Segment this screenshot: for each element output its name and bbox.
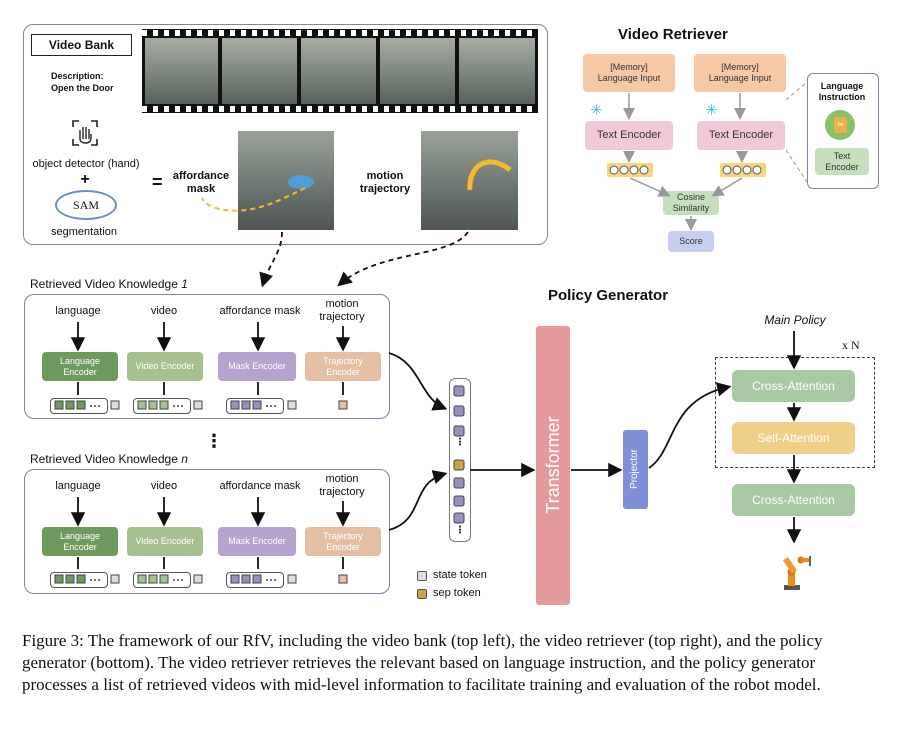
- film-holes-top: [142, 30, 538, 36]
- kn-input-video: video: [150, 480, 178, 492]
- video-frame-2: [222, 38, 297, 104]
- score-box: Score: [668, 231, 714, 252]
- film-holes-bottom: [142, 106, 538, 112]
- emb2-to-cos: [711, 177, 743, 197]
- instruction-text-encoder: Text Encoder: [815, 148, 869, 175]
- txt-file-label: txt: [834, 117, 847, 133]
- state-token-legend-label: state token: [433, 569, 487, 581]
- text-encoder-1: Text Encoder: [585, 121, 673, 150]
- knowledge-1-title-text: Retrieved Video Knowledge: [30, 277, 182, 291]
- video-frame-4: [380, 38, 455, 104]
- embedding-circles-2: [722, 165, 762, 175]
- kn-input-language: language: [55, 480, 101, 492]
- snowflake-icon-1: ✳: [590, 102, 603, 119]
- vertical-dots-1: ⋮: [205, 431, 223, 451]
- video-frame-3: [301, 38, 376, 104]
- k1-token-squares: [54, 400, 348, 410]
- language-instruction-title: Language Instruction: [818, 81, 866, 102]
- affordance-mask-image: [238, 131, 334, 230]
- hand-detector-icon: [71, 119, 99, 147]
- dashed-link-trajectory: [337, 231, 469, 287]
- k1-language-encoder: Language Encoder: [42, 352, 118, 381]
- vertical-dots-2: ⋮: [455, 437, 465, 448]
- k1-to-sequence: [388, 352, 448, 411]
- language-instruction-panel: [807, 73, 879, 189]
- trajectory-curve: [467, 159, 512, 191]
- xn-label: x N: [842, 338, 860, 352]
- token-row-dots: [90, 405, 276, 581]
- knowledge-1-title: Retrieved Video Knowledge 1: [30, 277, 188, 291]
- sam-ellipse: SAM: [55, 190, 117, 220]
- sequence-tokens: [453, 385, 465, 524]
- k1-input-affordance: affordance mask: [219, 305, 301, 317]
- main-policy-label: Main Policy: [735, 313, 855, 327]
- kn-input-motion: motion trajectory: [319, 473, 365, 498]
- plus-sign: +: [80, 171, 90, 188]
- motion-trajectory-label: motion trajectory: [359, 170, 411, 195]
- equals-sign: =: [152, 172, 163, 192]
- video-bank-title: Video Bank: [31, 34, 132, 56]
- knowledge-n-title-text: Retrieved Video Knowledge: [30, 452, 182, 466]
- kn-to-sequence: [388, 470, 448, 531]
- knowledge-n-title: Retrieved Video Knowledge n: [30, 452, 188, 466]
- knowledge-n-index: n: [181, 452, 188, 466]
- kn-input-affordance: affordance mask: [219, 480, 301, 492]
- kn-video-encoder: Video Encoder: [127, 527, 203, 556]
- projector-block: Projector: [623, 430, 648, 509]
- figure-caption: Figure 3: The framework of our RfV, incl…: [22, 631, 823, 694]
- video-retriever-title: Video Retriever: [618, 26, 728, 43]
- memory-input-2: [Memory] Language Input: [694, 54, 786, 92]
- kn-language-encoder: Language Encoder: [42, 527, 118, 556]
- affordance-curve: [201, 187, 306, 212]
- segmentation-label: segmentation: [50, 226, 118, 238]
- robot-arm-icon: [776, 552, 814, 592]
- mask-blob: [288, 175, 314, 189]
- self-attention: Self-Attention: [732, 422, 855, 454]
- knowledge-1-index: 1: [181, 277, 188, 291]
- dashed-link-mask: [259, 231, 283, 288]
- video-frame-5: [459, 38, 535, 104]
- cross-attention-2: Cross-Attention: [732, 484, 855, 516]
- transformer-block: Transformer: [536, 326, 570, 605]
- description-label: Description:: [51, 71, 104, 81]
- main-policy-label-text: Main Policy: [764, 313, 826, 327]
- k1-video-encoder: Video Encoder: [127, 352, 203, 381]
- projector-to-attention: [648, 382, 732, 469]
- k1-input-language: language: [55, 305, 101, 317]
- state-token-legend-swatch: [417, 571, 427, 581]
- object-detector-label: object detector (hand): [32, 158, 140, 170]
- policy-generator-title: Policy Generator: [548, 287, 669, 304]
- k1-mask-encoder: Mask Encoder: [218, 352, 296, 381]
- cosine-similarity: Cosine Similarity: [663, 191, 719, 215]
- cross-attention-1: Cross-Attention: [732, 370, 855, 402]
- k1-input-motion: motion trajectory: [319, 298, 365, 323]
- sep-token-legend-label: sep token: [433, 587, 481, 599]
- emb1-to-cos: [629, 177, 671, 197]
- kn-token-squares: [54, 574, 348, 584]
- txt-file-icon: txt: [825, 110, 855, 140]
- k1-input-video: video: [150, 305, 178, 317]
- snowflake-icon-2: ✳: [705, 102, 718, 119]
- vertical-dots-3: ⋮: [455, 525, 465, 536]
- memory-input-1: [Memory] Language Input: [583, 54, 675, 92]
- k1-trajectory-encoder: Trajectory Encoder: [305, 352, 381, 381]
- description-value: Open the Door: [51, 83, 114, 93]
- video-frame-1: [145, 38, 218, 104]
- instruction-callout-2: [785, 149, 808, 183]
- instruction-callout-1: [785, 81, 808, 101]
- kn-trajectory-encoder: Trajectory Encoder: [305, 527, 381, 556]
- embedding-circles-1: [609, 165, 649, 175]
- kn-mask-encoder: Mask Encoder: [218, 527, 296, 556]
- text-encoder-2: Text Encoder: [697, 121, 785, 150]
- sep-token-legend-swatch: [417, 589, 427, 599]
- affordance-mask-label: affordance mask: [172, 170, 230, 195]
